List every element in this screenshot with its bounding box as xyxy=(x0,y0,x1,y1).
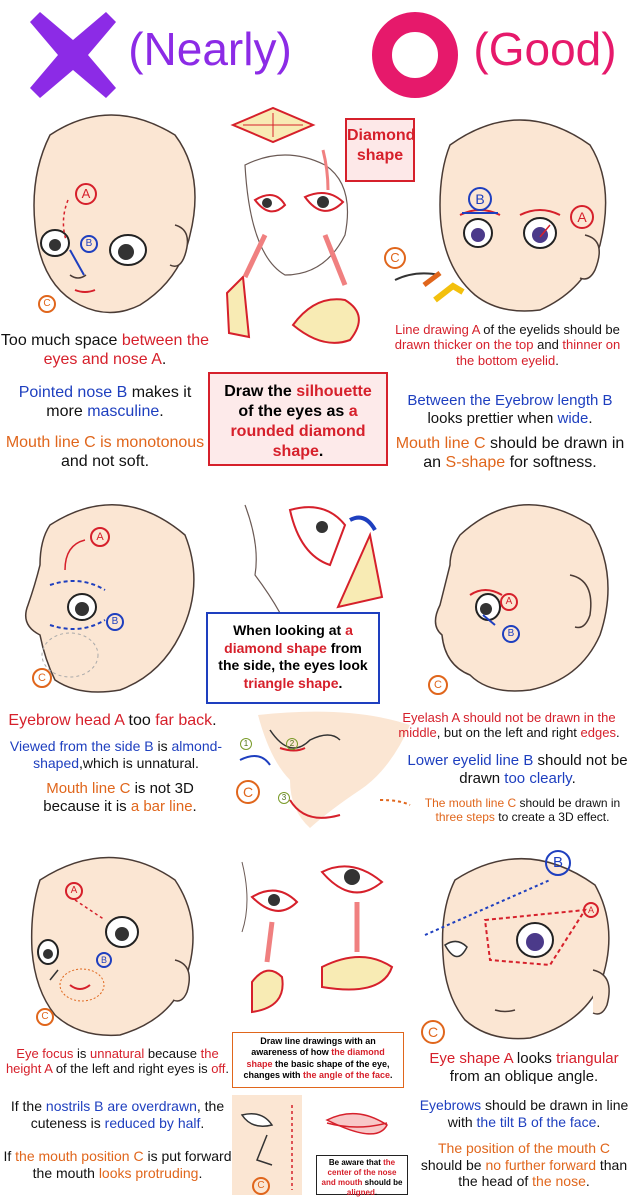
row3-right-text-2: Eyebrows should be drawn in line with th… xyxy=(419,1097,629,1130)
label-c: C xyxy=(421,1020,445,1044)
row1-right-text-1: Line drawing A of the eyelids should be … xyxy=(394,322,621,368)
label-a: A xyxy=(90,527,110,547)
label-b: B xyxy=(80,235,98,253)
row3-right-text-3: The position of the mouth C should be no… xyxy=(420,1140,628,1190)
step-2: 2 xyxy=(286,738,298,750)
callout-mouth-center: Be aware that the center of the nose and… xyxy=(316,1155,408,1197)
callout-side: When looking at a diamond shape from the… xyxy=(206,612,380,704)
row2-right-text-3: The mouth line C should be drawn in thre… xyxy=(424,796,621,825)
row2-left-text-1: Eyebrow head A too far back. xyxy=(8,712,217,729)
label-a: A xyxy=(65,882,83,900)
label-b: B xyxy=(468,187,492,211)
mouth-three-steps-diagram: 1 2 3 C xyxy=(230,700,430,835)
label-b: B xyxy=(502,625,520,643)
row1-right-text-2: Between the Eyebrow length B looks prett… xyxy=(407,392,613,427)
label-c: C xyxy=(252,1177,270,1195)
row2-right-text-2: Lower eyelid line B should not be drawn … xyxy=(407,752,628,787)
label-c: C xyxy=(428,675,448,695)
row1-left-text-1: Too much space between the eyes and nose… xyxy=(0,332,210,368)
label-a: A xyxy=(500,593,518,611)
cross-icon xyxy=(28,10,118,100)
label-c: C xyxy=(236,780,260,804)
callout-awareness: Draw line drawings with an awareness of … xyxy=(232,1032,404,1088)
label-a: A xyxy=(75,183,97,205)
head-good-front: B A xyxy=(420,105,620,320)
step-3: 3 xyxy=(278,792,290,804)
row2-right-text-1: Eyelash A should not be drawn in the mid… xyxy=(398,710,620,741)
label-c: C xyxy=(36,1008,54,1026)
label-c: C xyxy=(32,668,52,688)
label-b: B xyxy=(96,952,112,968)
step-1: 1 xyxy=(240,738,252,750)
head-bad-oblique: A B C xyxy=(10,840,210,1040)
label-b: B xyxy=(545,850,571,876)
label-a: A xyxy=(570,205,594,229)
row3-left-text-3: If the mouth position C is put forward t… xyxy=(3,1148,232,1181)
head-bad-front: A B C xyxy=(10,105,210,320)
callout-diamond: Diamond shape xyxy=(345,118,415,182)
head-good-side: A B C xyxy=(420,485,620,700)
eye-angle-diagram xyxy=(222,842,422,1027)
row1-left-text-2: Pointed nose B makes it more masculine. xyxy=(18,384,192,420)
head-bad-side: A B C xyxy=(10,485,210,700)
nose-mouth-detail: C xyxy=(232,1095,417,1195)
head-good-oblique: B A C xyxy=(415,840,625,1045)
eye-side-diagram xyxy=(220,485,420,620)
row1-left-text-3: Mouth line C is monotonous and not soft. xyxy=(5,434,205,470)
good-label: (Good) xyxy=(473,23,617,75)
label-b: B xyxy=(106,613,124,631)
label-c: C xyxy=(38,295,56,313)
row1-right-text-3: Mouth line C should be drawn in an S-sha… xyxy=(395,435,625,471)
row3-left-text-2: If the nostrils B are overdrawn, the cut… xyxy=(10,1098,225,1131)
row3-left-text-1: Eye focus is unnatural because the heigh… xyxy=(5,1046,230,1077)
mouth-good-detail: C xyxy=(380,245,470,315)
row3-right-text-1: Eye shape A looks triangular from an obl… xyxy=(429,1050,619,1085)
bad-label: (Nearly) xyxy=(128,23,292,75)
callout-silhouette: Draw the silhouette of the eyes as a rou… xyxy=(208,372,388,466)
row2-left-text-2: Viewed from the side B is almond-shaped,… xyxy=(9,738,223,771)
circle-icon xyxy=(372,12,458,98)
label-c: C xyxy=(384,247,406,269)
label-a: A xyxy=(583,902,599,918)
eye-diamond-diagram xyxy=(205,105,420,360)
row2-left-text-3: Mouth line C is not 3D because it is a b… xyxy=(43,780,197,815)
